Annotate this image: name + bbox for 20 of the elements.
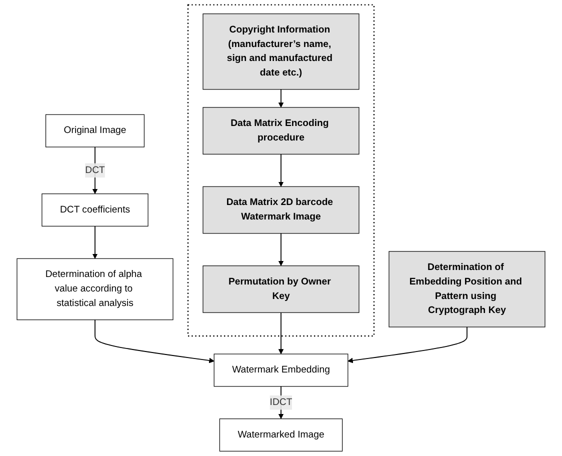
- node-box: Determination of alpha value according to statistical analysis: [16, 258, 174, 320]
- arrow: [278, 232, 284, 266]
- node-box: Permutation by Owner Key: [202, 266, 360, 313]
- arrow: [278, 312, 284, 354]
- arrow: [278, 154, 284, 187]
- edge-label: IDCT: [270, 397, 292, 408]
- node-box: Data Matrix 2D barcode Watermark Image: [202, 186, 360, 234]
- node-box: Copyright Information (manufacturer’s name, sign and manufactured date etc.): [202, 14, 360, 90]
- arrow: [94, 319, 214, 364]
- node-box: Watermarked Image: [219, 418, 343, 452]
- edge-label: DCT: [85, 165, 105, 176]
- arrow: [92, 146, 98, 194]
- arrow: [348, 326, 468, 364]
- arrow: [278, 88, 284, 108]
- node-box: Determination of Embedding Position and Pattern using Cryptograph Key: [388, 251, 546, 328]
- node-box: Original Image: [45, 114, 145, 148]
- node-box: Watermark Embedding: [214, 354, 348, 387]
- arrow: [92, 226, 98, 259]
- node-box: Data Matrix Encoding procedure: [202, 107, 360, 154]
- node-box: DCT coefficients: [42, 194, 148, 226]
